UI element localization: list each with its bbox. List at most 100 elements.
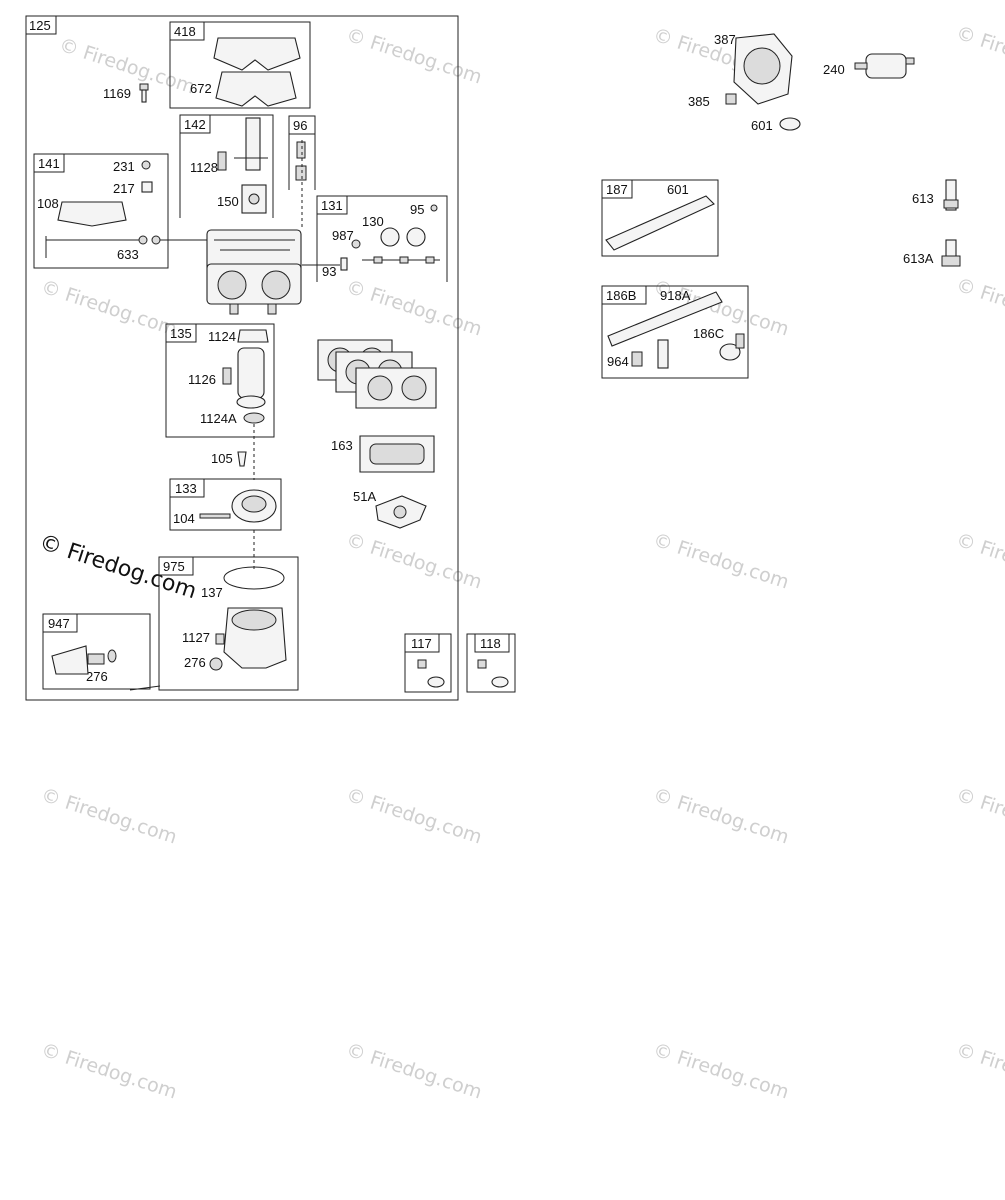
watermark: © Firedog.com bbox=[38, 784, 179, 849]
part-label-1128: 1128 bbox=[190, 160, 218, 175]
watermark: © Firedog.com bbox=[953, 784, 1005, 849]
part-label-387: 387 bbox=[714, 32, 736, 47]
part-label-633: 633 bbox=[117, 247, 139, 262]
watermark: © Firedog.com bbox=[650, 784, 791, 849]
group-142: 142 1128 150 bbox=[179, 114, 274, 218]
part-label-613a: 613A bbox=[903, 251, 934, 266]
carburetor-body bbox=[206, 229, 302, 315]
fitting-613a bbox=[941, 239, 961, 267]
part-label-150: 150 bbox=[217, 194, 239, 209]
watermark: © Firedog.com bbox=[953, 1039, 1005, 1104]
group-tag-117: 117 bbox=[411, 636, 432, 651]
group-975: 975 137 1127 276 bbox=[158, 556, 299, 691]
watermark: © Firedog.com bbox=[343, 24, 484, 89]
fuel-line-187 bbox=[605, 195, 715, 251]
screw-96 bbox=[296, 141, 306, 159]
watermark: © Firedog.com bbox=[953, 274, 1005, 339]
part-label-601-a: 601 bbox=[751, 118, 773, 133]
screw-1128 bbox=[217, 151, 227, 171]
group-tag-947: 947 bbox=[48, 616, 70, 631]
fuel-filter bbox=[854, 53, 915, 79]
choke-plate bbox=[245, 117, 261, 171]
spring-96 bbox=[295, 165, 307, 181]
part-label-51a: 51A bbox=[353, 489, 376, 504]
watermark: © Firedog.com bbox=[343, 529, 484, 594]
part-label-601-b: 601 bbox=[667, 182, 689, 197]
group-tag-141: 141 bbox=[38, 156, 60, 171]
part-label-108: 108 bbox=[37, 196, 59, 211]
gasket-stack bbox=[317, 339, 437, 409]
part-label-95: 95 bbox=[410, 202, 424, 217]
watermark: © Firedog.com bbox=[953, 529, 1005, 594]
group-tag-142: 142 bbox=[184, 117, 206, 132]
watermark: © Firedog.com bbox=[343, 784, 484, 849]
group-tag-418: 418 bbox=[174, 24, 196, 39]
fitting-613 bbox=[943, 179, 959, 211]
group-tag-133: 133 bbox=[175, 481, 197, 496]
part-label-964: 964 bbox=[607, 354, 629, 369]
part-label-217: 217 bbox=[113, 181, 135, 196]
part-label-1126: 1126 bbox=[188, 372, 216, 387]
o-ring-137 bbox=[223, 566, 285, 590]
group-tag-131: 131 bbox=[321, 198, 343, 213]
group-96: 96 bbox=[288, 115, 316, 190]
watermark: © Firedog.com bbox=[38, 276, 179, 341]
group-947: 947 276 bbox=[42, 613, 151, 690]
part-label-987: 987 bbox=[332, 228, 354, 243]
group-tag-135: 135 bbox=[170, 326, 192, 341]
watermark: © Firedog.com bbox=[343, 276, 484, 341]
part-label-613: 613 bbox=[912, 191, 934, 206]
group-117: 117 bbox=[404, 633, 452, 693]
group-118: 118 bbox=[466, 633, 516, 693]
group-133: 133 104 bbox=[169, 478, 282, 531]
watermark: © Firedog.com bbox=[38, 1039, 179, 1104]
fuel-pump bbox=[725, 33, 801, 131]
group-tag-187: 187 bbox=[606, 182, 628, 197]
solenoid-947 bbox=[51, 645, 89, 675]
part-label-1169: 1169 bbox=[103, 86, 131, 101]
part-label-130: 130 bbox=[362, 214, 384, 229]
group-187: 187 601 bbox=[601, 179, 719, 257]
gasket-lower bbox=[215, 71, 297, 107]
part-label-93: 93 bbox=[322, 264, 336, 279]
group-tag-186b: 186B bbox=[606, 288, 636, 303]
part-label-385: 385 bbox=[688, 94, 710, 109]
part-label-104: 104 bbox=[173, 511, 195, 526]
part-label-163: 163 bbox=[331, 438, 353, 453]
group-tag-96: 96 bbox=[293, 118, 307, 133]
group-tag-118: 118 bbox=[480, 636, 501, 651]
needle-105 bbox=[237, 451, 247, 467]
part-label-918a: 918A bbox=[660, 288, 691, 303]
screw-1169 bbox=[139, 83, 149, 103]
watermark: © Firedog.com bbox=[650, 1039, 791, 1104]
part-label-240: 240 bbox=[823, 62, 845, 77]
part-label-1124a: 1124A bbox=[200, 411, 237, 426]
watermark: © Firedog.com bbox=[650, 529, 791, 594]
fuel-hose-918a bbox=[607, 291, 723, 347]
part-label-1124: 1124 bbox=[208, 329, 236, 344]
gasket-upper bbox=[213, 37, 301, 71]
group-tag-975: 975 bbox=[163, 559, 185, 574]
throttle-plate bbox=[380, 227, 400, 247]
part-label-105: 105 bbox=[211, 451, 233, 466]
part-label-276-b: 276 bbox=[86, 669, 108, 684]
group-141: 141 231 217 108 633 bbox=[33, 153, 169, 269]
group-418: 418 672 bbox=[169, 21, 311, 109]
part-label-231: 231 bbox=[113, 159, 135, 174]
float bbox=[237, 347, 265, 399]
group-135: 135 1124 1126 1124A bbox=[165, 323, 275, 438]
group-186b: 186B 918A 964 186C bbox=[601, 285, 749, 379]
throttle-plate bbox=[406, 227, 426, 247]
part-label-1127: 1127 bbox=[182, 630, 210, 645]
lever-108 bbox=[57, 201, 127, 227]
part-label-137: 137 bbox=[201, 585, 223, 600]
group-tag-box-125 bbox=[25, 15, 57, 35]
group-131: 131 130 95 987 93 bbox=[316, 195, 448, 282]
watermark: © Firedog.com bbox=[343, 1039, 484, 1104]
part-label-186c: 186C bbox=[693, 326, 724, 341]
watermark: © Firedog.com bbox=[953, 22, 1005, 87]
group-box-125 bbox=[25, 15, 459, 701]
part-label-672: 672 bbox=[190, 81, 212, 96]
group-tag-125: 125 bbox=[29, 18, 51, 33]
part-label-276-a: 276 bbox=[184, 655, 206, 670]
